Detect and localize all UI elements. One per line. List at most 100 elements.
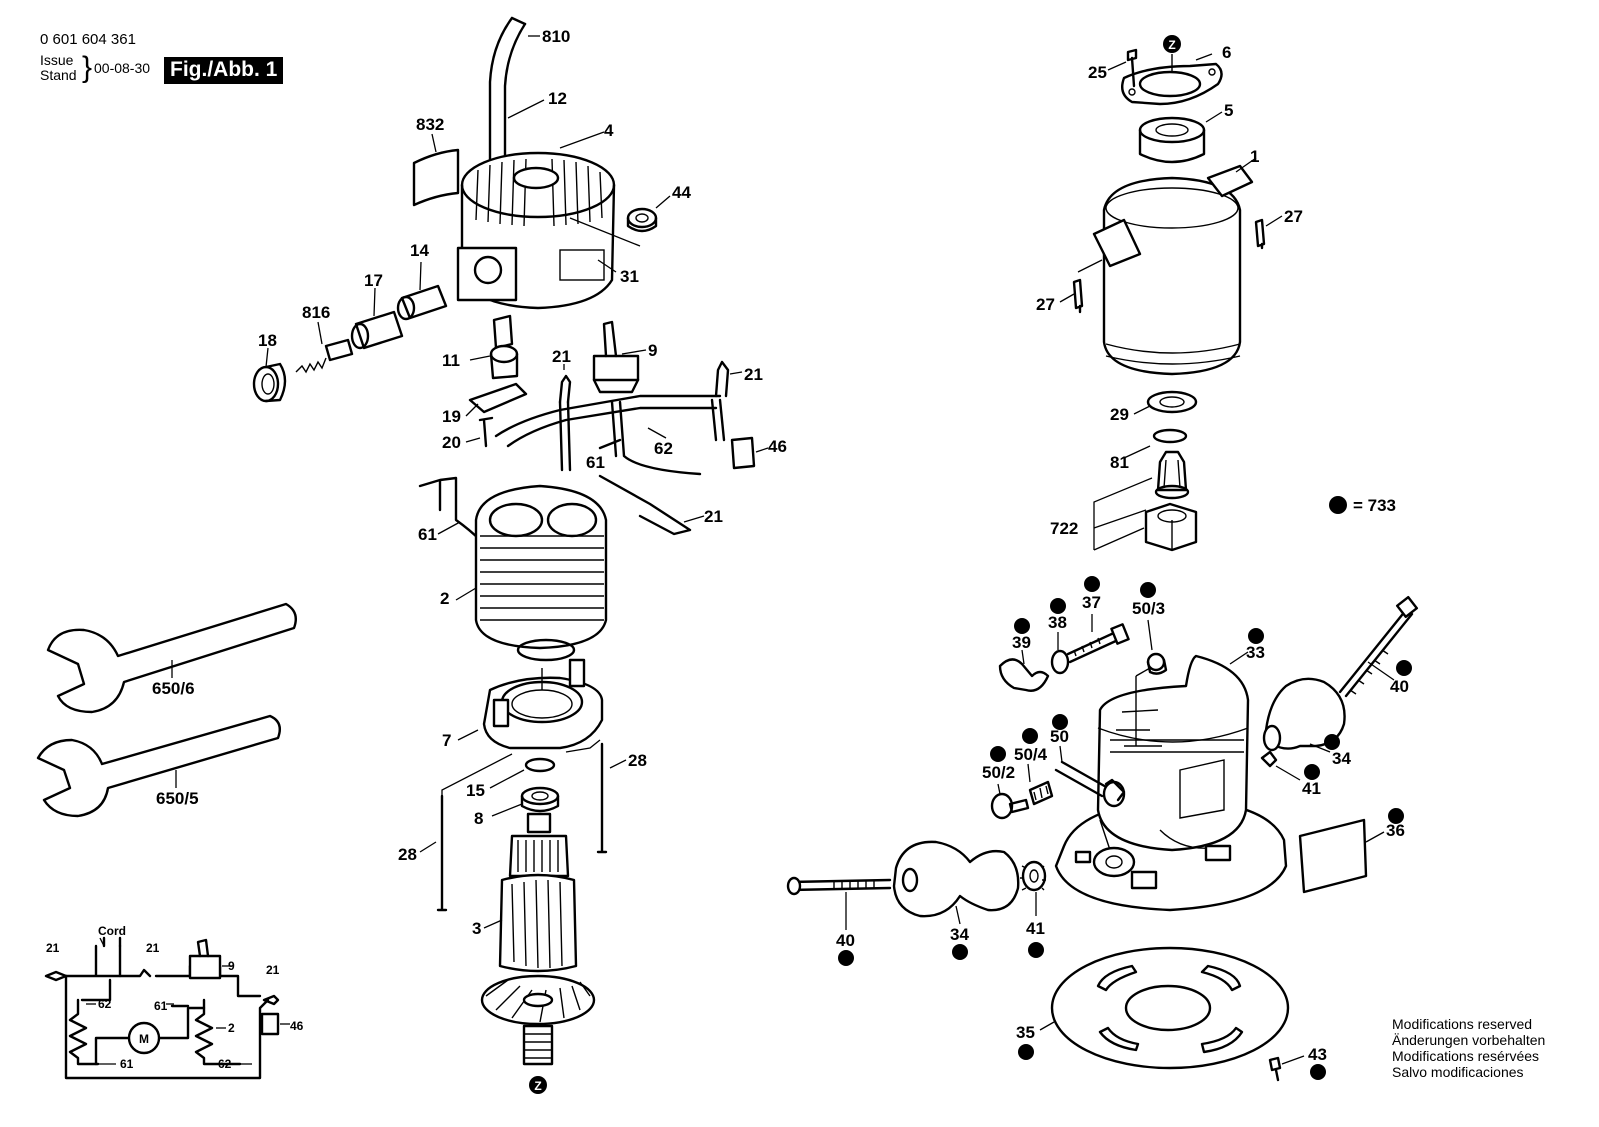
router-base: [1054, 651, 1288, 912]
filled-dot-icon: [1329, 496, 1347, 514]
callout-40: 40: [836, 931, 855, 950]
callout-35: 35: [1016, 1023, 1035, 1042]
handle-knob-left: [786, 840, 1047, 930]
housing-screws: [1059, 215, 1283, 314]
callout-5: 5: [1224, 101, 1233, 120]
schematic-labels: Cord 21 21 9 21 62 61 2 46 61 62 M: [46, 924, 304, 1071]
callout-41: 41: [1302, 779, 1321, 798]
callout-810: 810: [542, 27, 570, 46]
callout-50-2: 50/2: [982, 763, 1015, 782]
nut: [569, 195, 671, 247]
callout-19: 19: [442, 407, 461, 426]
sub-base-plate: [1039, 946, 1290, 1070]
callout-14: 14: [410, 241, 429, 260]
suppressor-assembly: [465, 314, 528, 448]
callout-41: 41: [1026, 919, 1045, 938]
wrench-650-5: [36, 714, 281, 818]
callout-4: 4: [604, 121, 614, 140]
callout-27: 27: [1036, 295, 1055, 314]
callout-33: 33: [1246, 643, 1265, 662]
callout-8: 8: [474, 809, 483, 828]
callout-28: 28: [398, 845, 417, 864]
brush-assembly: [252, 261, 448, 403]
field-coil: [455, 484, 608, 662]
callout-832: 832: [416, 115, 444, 134]
callout-21: 21: [744, 365, 763, 384]
callout-650-6: 650/6: [152, 679, 195, 698]
callout-36: 36: [1386, 821, 1405, 840]
schematic-21-right: 21: [266, 963, 280, 977]
callout-61: 61: [418, 525, 437, 544]
callout-3: 3: [472, 919, 481, 938]
callout-25: 25: [1088, 63, 1107, 82]
callout-21: 21: [552, 347, 571, 366]
wiring-schematic: [44, 936, 290, 1080]
callout-31: 31: [620, 267, 639, 286]
callout-44: 44: [672, 183, 691, 202]
lock-knob-parts: [990, 745, 1126, 820]
callout-2: 2: [440, 589, 449, 608]
schematic-46: 46: [290, 1019, 304, 1033]
callout-7: 7: [442, 731, 451, 750]
bearing-plate: [457, 658, 604, 750]
modifications-line-es: Salvo modificaciones: [1392, 1064, 1524, 1080]
callout-39: 39: [1012, 633, 1031, 652]
schematic-61: 61: [154, 999, 168, 1013]
toggle-switch: [592, 320, 647, 394]
schematic-62: 62: [98, 997, 112, 1011]
handle-knob-right: [1260, 595, 1419, 781]
modifications-line-fr: Modifications resérvées: [1392, 1048, 1540, 1064]
733-markers: [838, 576, 1412, 1080]
callout-12: 12: [548, 89, 567, 108]
callout-40: 40: [1390, 677, 1409, 696]
callout-17: 17: [364, 271, 383, 290]
modifications-notice: Modifications reserved Änderungen vorbeh…: [1392, 1016, 1545, 1080]
callout-labels: 810 12 832 4 44 14 17 31 816 18 11 21 9 …: [152, 27, 1409, 1064]
modifications-line-de: Änderungen vorbehalten: [1392, 1032, 1546, 1048]
cord-label: Cord: [98, 924, 126, 938]
figure-title: Fig./Abb. 1: [164, 57, 284, 84]
depth-adjust-parts: [998, 614, 1168, 746]
callout-50-4: 50/4: [1014, 745, 1048, 764]
callout-21: 21: [704, 507, 723, 526]
callout-18: 18: [258, 331, 277, 350]
callout-43: 43: [1308, 1045, 1327, 1064]
schematic-21-left: 21: [46, 941, 60, 955]
callout-50: 50: [1050, 727, 1069, 746]
base-screw: [1268, 1055, 1305, 1082]
callout-50-3: 50/3: [1132, 599, 1165, 618]
callout-1: 1: [1250, 147, 1259, 166]
callout-81: 81: [1110, 453, 1129, 472]
z-marker-top: Z: [1168, 38, 1175, 52]
motor-housing: [1092, 157, 1257, 376]
motor-housing-cap: [456, 131, 617, 310]
label-plate: [412, 133, 460, 207]
z-marker-icon: Z: [529, 1076, 547, 1094]
modifications-line-en: Modifications reserved: [1392, 1016, 1533, 1032]
callout-20: 20: [442, 433, 461, 452]
callout-38: 38: [1048, 613, 1067, 632]
callout-29: 29: [1110, 405, 1129, 424]
schematic-9: 9: [228, 959, 235, 973]
callout-6: 6: [1222, 43, 1231, 62]
callout-9: 9: [648, 341, 657, 360]
callout-722: 722: [1050, 519, 1078, 538]
armature: [480, 812, 596, 1066]
callout-650-5: 650/5: [156, 789, 199, 808]
bearing-flange: Z: [1107, 35, 1223, 106]
callout-34: 34: [1332, 749, 1351, 768]
issue-date: 00-08-30: [94, 60, 151, 76]
callout-46: 46: [768, 437, 787, 456]
callout-11: 11: [442, 351, 460, 370]
stand-label: Stand: [40, 67, 77, 83]
schematic-2: 2: [228, 1021, 235, 1035]
callout-15: 15: [466, 781, 485, 800]
wrench-650-6: [46, 602, 297, 714]
bearing: [489, 757, 560, 817]
ball-bearing: [1138, 111, 1223, 164]
callout-62: 62: [654, 439, 673, 458]
schematic-21-mid: 21: [146, 941, 160, 955]
callout-28: 28: [628, 751, 647, 770]
